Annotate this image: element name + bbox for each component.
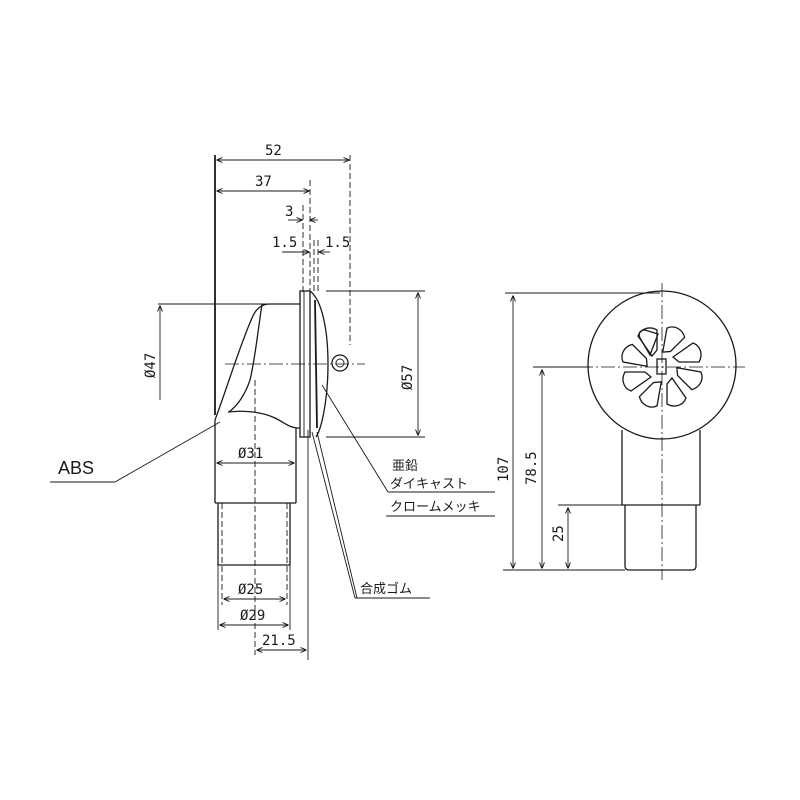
flange-plate [299, 290, 311, 438]
diecast-label: ダイキャスト [390, 477, 468, 492]
zinc-label: 亜鉛 [392, 459, 418, 474]
dim-52-label: 52 [265, 143, 282, 159]
center-slot [656, 358, 667, 375]
drain-hole [638, 381, 663, 408]
flange-gasket-line [314, 299, 318, 429]
body-lower-curve [227, 410, 300, 429]
flange-dome [309, 290, 329, 438]
front-view [503, 283, 745, 580]
chain-ring [331, 354, 349, 372]
abs-leader [114, 421, 221, 483]
dim-1-5-right-label: 1.5 [325, 235, 350, 251]
body-inner-curve [228, 303, 263, 413]
material-labels: ABS 亜鉛 ダイキャスト クロームメッキ 合成ゴム [58, 458, 481, 597]
synthetic-rubber-label: 合成ゴム [360, 581, 412, 597]
zinc-leader [321, 384, 389, 493]
dim-1-5-left-label: 1.5 [272, 235, 297, 251]
drain-hole [637, 327, 658, 358]
drain-hole [661, 326, 686, 353]
drain-hole-petals [621, 326, 703, 408]
side-view [158, 155, 425, 660]
dim-25-label: Ø25 [238, 582, 263, 598]
drain-hole [666, 376, 687, 407]
drain-hole [676, 366, 703, 391]
dim-57-label: Ø57 [400, 365, 416, 390]
abs-label: ABS [58, 458, 94, 478]
drain-hole [622, 371, 653, 392]
body-outline-top [214, 303, 300, 421]
dim-25-height-label: 25 [551, 525, 567, 542]
chain-ring-inner [335, 358, 345, 368]
dim-47-label: Ø47 [143, 353, 159, 378]
dim-21-5-label: 21.5 [262, 633, 296, 649]
drain-hole [671, 342, 702, 363]
dim-78-5-label: 78.5 [524, 451, 540, 485]
dimension-labels: 52 37 3 1.5 1.5 Ø47 Ø57 Ø31 Ø25 Ø29 21.5… [143, 143, 567, 649]
leader-lines [50, 384, 495, 599]
dim-31-label: Ø31 [238, 446, 263, 462]
chrome-plating-label: クロームメッキ [390, 500, 481, 515]
dim-29-label: Ø29 [240, 608, 265, 624]
dim-37-label: 37 [255, 174, 272, 190]
dim-3-label: 3 [285, 204, 293, 220]
drain-hole [621, 343, 648, 368]
rubber-leader-2 [316, 431, 358, 599]
dim-107-label: 107 [496, 457, 512, 482]
rubber-leader-1 [311, 431, 356, 599]
front-pipe [624, 505, 697, 571]
